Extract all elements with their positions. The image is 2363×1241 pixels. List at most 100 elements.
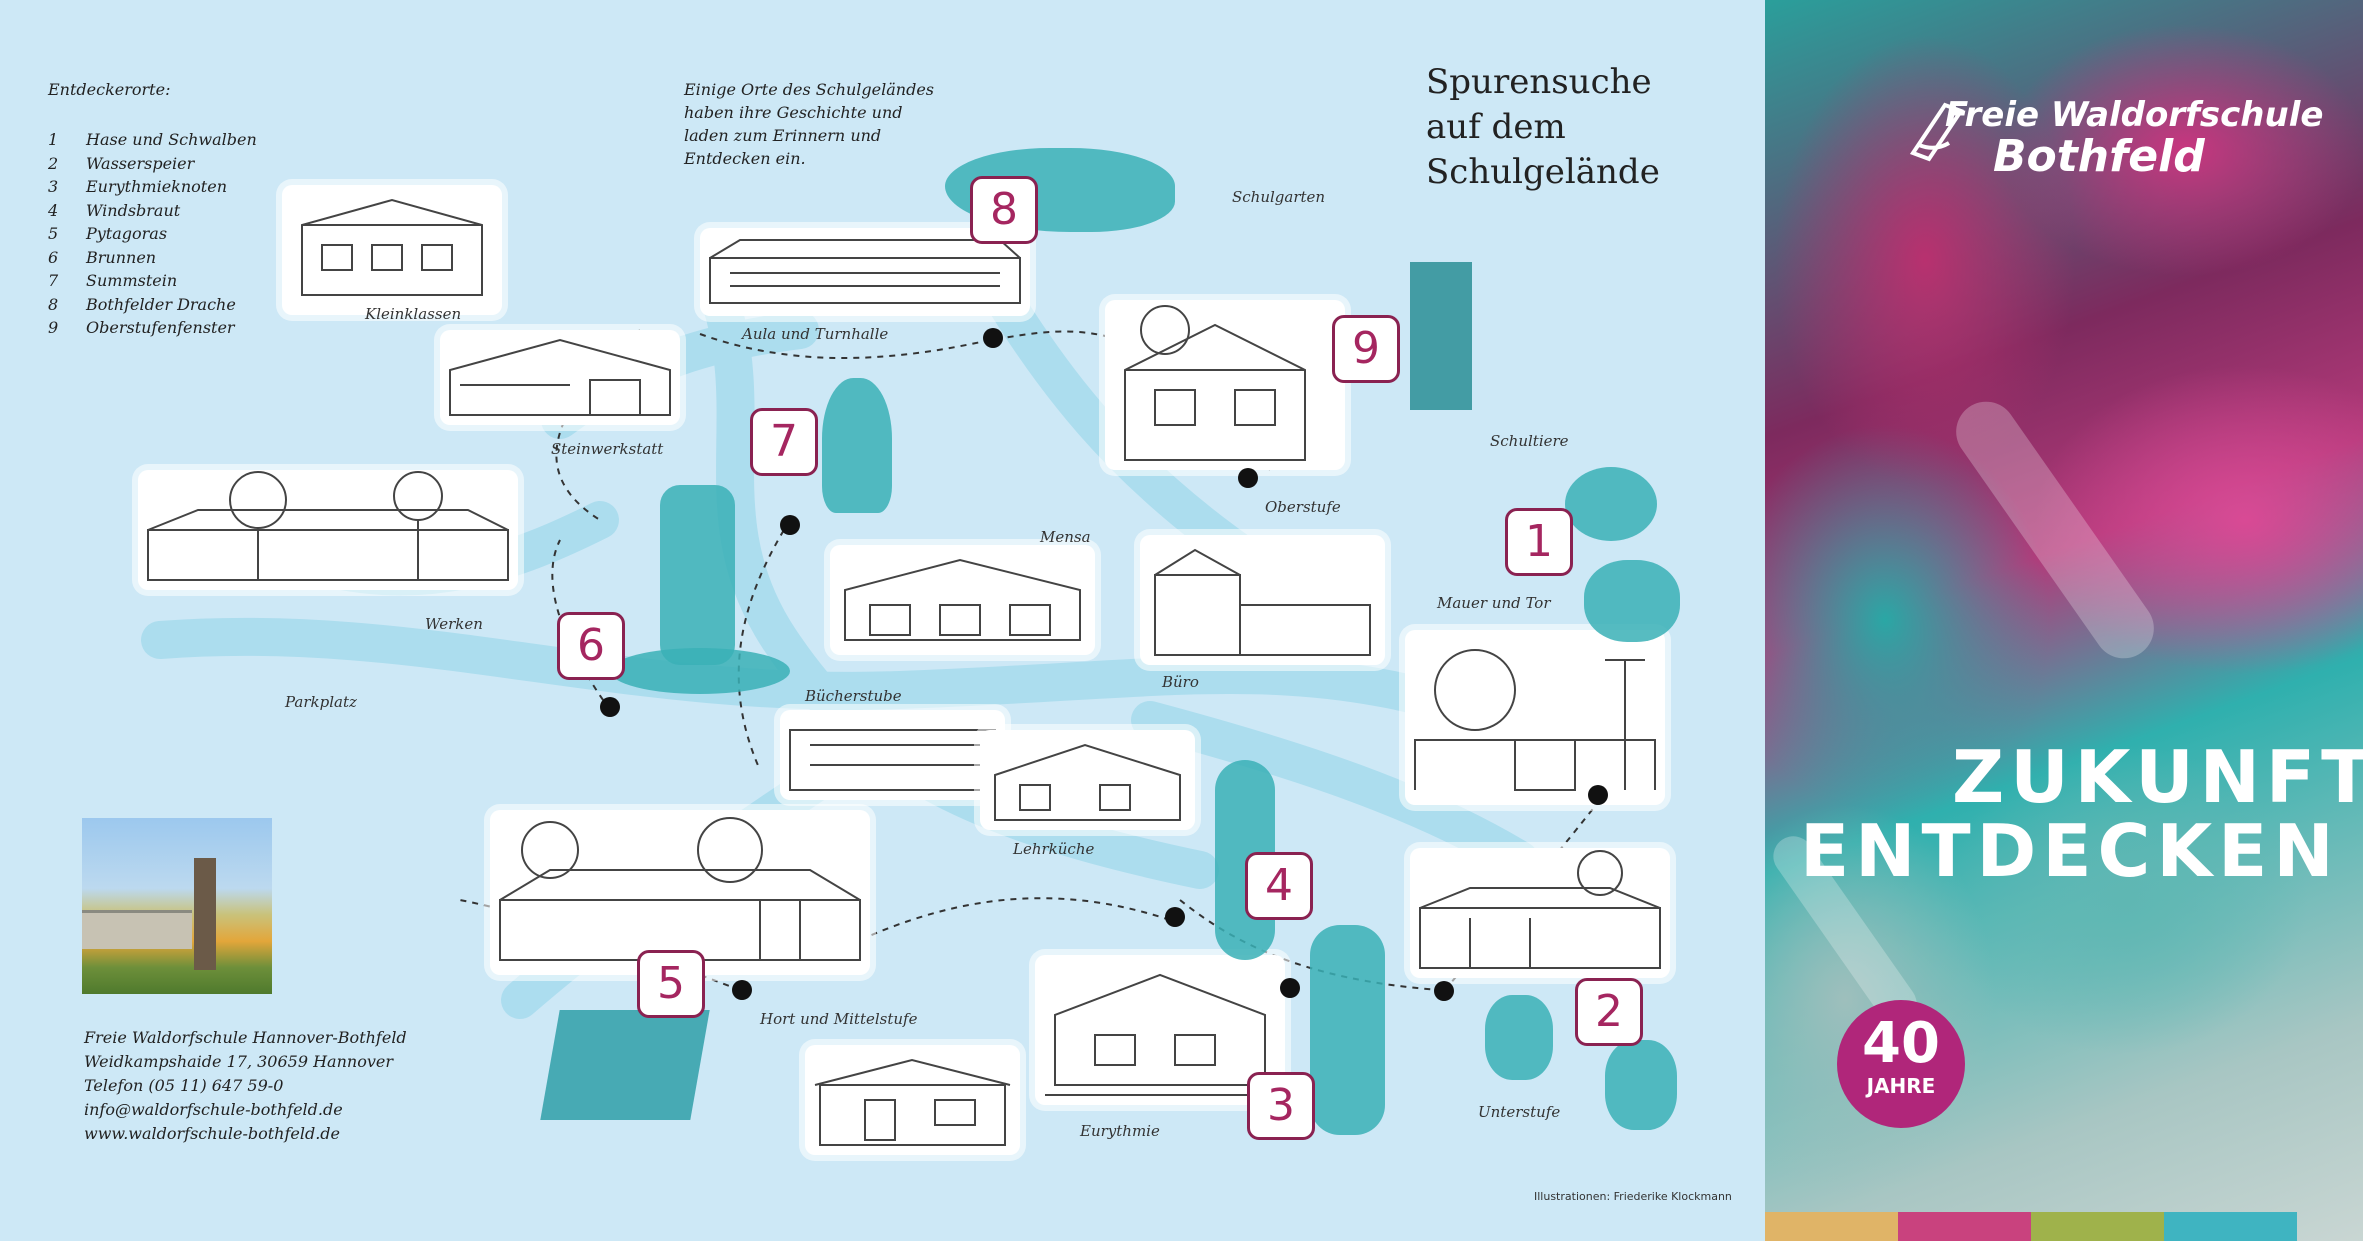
legend-item: 3 Eurythmieknoten <box>48 175 257 199</box>
building-steinwerkstatt <box>440 330 680 425</box>
location-dot <box>1238 468 1258 488</box>
label-kleinklassen: Kleinklassen <box>365 305 462 323</box>
marker-8[interactable]: 8 <box>970 176 1038 244</box>
legend-label: Wasserspeier <box>86 153 195 173</box>
school-logo: Freie Waldorfschule Bothfeld <box>1905 95 2323 182</box>
anniversary-badge: 40 JAHRE <box>1837 1000 1965 1128</box>
legend-label: Summstein <box>86 271 178 290</box>
building-mauer <box>1405 630 1665 805</box>
address-website[interactable]: www.waldorfschule-bothfeld.de <box>84 1124 340 1143</box>
photo-sculpture <box>194 858 216 970</box>
building-buero <box>1140 535 1385 665</box>
marker-4[interactable]: 4 <box>1245 852 1313 920</box>
address-street: Weidkampshaide 17, 30659 Hannover <box>84 1052 393 1071</box>
building-werken <box>138 470 518 590</box>
building-aula <box>700 228 1030 316</box>
marker-5[interactable]: 5 <box>637 950 705 1018</box>
label-unterstufe: Unterstufe <box>1478 1103 1561 1121</box>
label-eurythmie: Eurythmie <box>1080 1122 1160 1140</box>
window-sculpture <box>1410 262 1472 410</box>
label-hort: Hort und Mittelstufe <box>760 1010 918 1028</box>
label-mauer: Mauer und Tor <box>1437 594 1551 612</box>
illustration-credit: Illustrationen: Friederike Klockmann <box>1534 1190 1732 1203</box>
marker-6[interactable]: 6 <box>557 612 625 680</box>
title-line-1: Spurensuche <box>1426 62 1652 102</box>
school-photo <box>82 818 272 994</box>
legend-item: 2 Wasserspeier <box>48 152 257 176</box>
label-parkplatz: Parkplatz <box>285 693 357 711</box>
location-dot <box>780 515 800 535</box>
slogan-line-1: ZUKUNFT <box>1952 735 2363 819</box>
building-mensa <box>830 545 1095 655</box>
color-bar-segment <box>1765 1212 1898 1241</box>
address-block: Freie Waldorfschule Hannover-Bothfeld We… <box>84 1026 407 1146</box>
legend-number: 7 <box>48 271 59 290</box>
logo-line-1: Freie Waldorfschule <box>1945 95 2324 135</box>
title-line-2: auf dem <box>1426 107 1566 147</box>
title-line-3: Schulgelände <box>1426 152 1660 192</box>
marker-2[interactable]: 2 <box>1575 978 1643 1046</box>
address-email[interactable]: info@waldorfschule-bothfeld.de <box>84 1100 343 1119</box>
legend-number: 6 <box>48 247 59 267</box>
location-dot <box>1588 785 1608 805</box>
legend-label: Oberstufenfenster <box>86 318 235 337</box>
hase-relief <box>1565 467 1657 541</box>
logo-line-2: Bothfeld <box>1993 131 2205 182</box>
label-buero: Büro <box>1162 673 1199 691</box>
legend-number: 4 <box>48 200 59 220</box>
brunnen-sculpture <box>660 485 735 665</box>
wasserspeier-left <box>1485 995 1553 1080</box>
address-school: Freie Waldorfschule Hannover-Bothfeld <box>84 1028 407 1047</box>
label-buecherstube: Bücherstube <box>805 687 902 705</box>
pytagoras-tiles <box>540 1010 710 1120</box>
legend-label: Pytagoras <box>86 224 168 243</box>
legend-title: Entdeckerorte: <box>48 80 171 99</box>
page-title: Spurensuche auf dem Schulgelände <box>1426 60 1660 195</box>
building-lehrkueche <box>980 730 1195 830</box>
paint-streak <box>1944 389 2166 671</box>
location-dot <box>1434 981 1454 1001</box>
legend-label: Hase und Schwalben <box>86 130 257 149</box>
legend-label: Eurythmieknoten <box>86 177 227 196</box>
label-werken: Werken <box>425 615 483 633</box>
cover-panel: Freie Waldorfschule Bothfeld ZUKUNFT ENT… <box>1765 0 2363 1241</box>
location-dot <box>1165 907 1185 927</box>
eurythmieknoten-sculpture <box>1310 925 1385 1135</box>
building-small-house <box>805 1045 1020 1155</box>
legend-number: 8 <box>48 294 59 314</box>
marker-7[interactable]: 7 <box>750 408 818 476</box>
legend-number: 2 <box>48 153 59 173</box>
label-steinwerkstatt: Steinwerkstatt <box>551 440 664 458</box>
label-aula: Aula und Turnhalle <box>742 325 889 343</box>
label-schulgarten: Schulgarten <box>1232 188 1326 206</box>
slogan: ZUKUNFT ENTDECKEN <box>1800 740 2363 888</box>
label-lehrkueche: Lehrküche <box>1013 840 1095 858</box>
location-dot <box>983 328 1003 348</box>
schwalben-relief <box>1584 560 1680 642</box>
label-mensa: Mensa <box>1040 528 1091 546</box>
marker-3[interactable]: 3 <box>1247 1072 1315 1140</box>
building-oberstufe <box>1105 300 1345 470</box>
logo-mark-icon <box>1909 102 1965 162</box>
wasserspeier-right <box>1605 1040 1677 1130</box>
brunnen-base <box>610 648 790 694</box>
label-schultiere: Schultiere <box>1490 432 1569 450</box>
building-hort <box>490 810 870 975</box>
marker-1[interactable]: 1 <box>1505 508 1573 576</box>
marker-9[interactable]: 9 <box>1332 315 1400 383</box>
building-kleinklassen <box>282 185 502 315</box>
slogan-line-2: ENTDECKEN <box>1800 809 2340 893</box>
legend-number: 3 <box>48 177 59 196</box>
intro-text: Einige Orte des Schulgeländes haben ihre… <box>684 80 935 168</box>
legend-item: 7 Summstein <box>48 269 257 293</box>
color-bar-segment <box>2164 1212 2297 1241</box>
badge-text: JAHRE <box>1866 1074 1936 1098</box>
badge-number: 40 <box>1862 1011 1940 1076</box>
building-buecherstube <box>780 710 1005 800</box>
